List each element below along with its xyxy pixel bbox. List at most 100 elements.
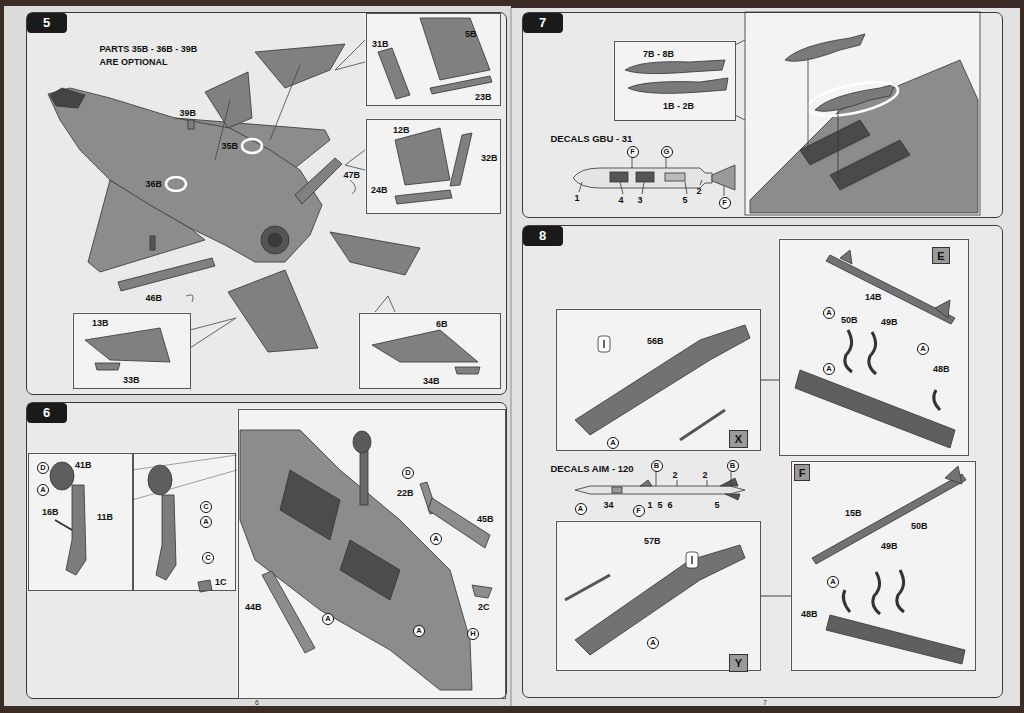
illustration-shape [555, 308, 760, 450]
circled-letter: A [917, 343, 929, 355]
illustration-shape [565, 575, 610, 600]
circled-letter: H [467, 628, 479, 640]
fuselage-nose [240, 430, 492, 690]
illustration-shape [830, 140, 910, 190]
part-number: 12B [393, 125, 410, 135]
circled-letter: A [322, 613, 334, 625]
illustration-shape [156, 495, 176, 580]
illustration-shape [656, 471, 731, 486]
illustration-shape [628, 78, 728, 93]
illustration-shape [800, 120, 870, 165]
illustration-shape [345, 150, 365, 170]
panel-fills [26, 12, 1003, 699]
illustration-shape [190, 318, 236, 348]
illustration-shape [50, 462, 74, 490]
callout-box: 6B34B [359, 313, 501, 389]
part-number: 2C [478, 602, 490, 612]
part-number: 34 [604, 500, 614, 510]
illustration-shape [186, 295, 193, 302]
illustration-shape [598, 336, 610, 352]
illustration-shape [27, 403, 67, 423]
circled-letter: A [575, 503, 587, 515]
step-panel: 5PARTS 35B - 36B - 39B ARE OPTIONAL39B35… [26, 12, 507, 395]
step-number: 6 [27, 403, 67, 423]
illustration-shape [511, 8, 1020, 706]
part-number: 14B [865, 292, 882, 302]
part-number: 31B [372, 39, 389, 49]
step-panel: 6D41BA16B11BCAC1CD22B45BAA44BA2CH [26, 402, 507, 699]
circled-letter: B [651, 460, 663, 472]
decal-heading: DECALS AIM - 120 [551, 464, 634, 474]
page-number: 7 [763, 699, 767, 707]
part-number: 1 [648, 500, 653, 510]
illustration-shape [72, 312, 190, 388]
illustration-shape [945, 466, 962, 484]
part-number: 32B [481, 153, 498, 163]
option-letter: F [799, 467, 806, 479]
illustration-shape [118, 258, 215, 291]
part-number: 50B [841, 315, 858, 325]
ring-markers [166, 139, 262, 191]
option-square: F [794, 464, 810, 481]
illustration-shape [640, 480, 652, 486]
connector-line [761, 380, 779, 381]
part-number: 56B [647, 336, 664, 346]
circled-letter: A [647, 637, 659, 649]
step-panel: 7DECALS GBU - 31FG14352F7B - 8B1B - 2B [522, 12, 1003, 218]
illustration-shape [575, 325, 750, 435]
part-number: 6B [436, 319, 448, 329]
part-number: 50B [911, 521, 928, 531]
illustration-shape [50, 88, 85, 108]
illustration-shape [66, 485, 86, 575]
callout-connector [761, 380, 779, 381]
part-number: 45B [477, 514, 494, 524]
part-number: 22B [397, 488, 414, 498]
illustration-shape [691, 556, 693, 564]
part-number: 48B [933, 364, 950, 374]
loose-parts [85, 18, 492, 374]
illustration-shape [826, 615, 965, 664]
illustration-shape [665, 173, 685, 181]
illustration-shape [686, 552, 698, 568]
callout-box: 15B50B49BA48BF [791, 461, 976, 671]
circled-letter: B [727, 460, 739, 472]
illustration-shape [636, 172, 654, 182]
illustration-shape [166, 177, 186, 191]
circled-letter: A [37, 484, 49, 496]
illustration-shape [261, 226, 289, 254]
part-number: 5 [658, 500, 663, 510]
part-number: 6 [668, 500, 673, 510]
illustration-shape [150, 236, 155, 250]
part-number: 57B [644, 536, 661, 546]
illustration-shape [375, 296, 395, 312]
callout-connector [761, 596, 791, 597]
circled-letter: F [627, 146, 639, 158]
part-number: 5B [465, 29, 477, 39]
illustration-shape [573, 168, 712, 188]
illustration-shape [612, 487, 622, 493]
circled-letter: A [200, 516, 212, 528]
part-number: 1B - 2B [663, 101, 694, 111]
illustration-shape [812, 474, 966, 564]
part-number: 33B [123, 375, 140, 385]
leader-lines [186, 40, 395, 348]
illustration-shape [510, 8, 512, 706]
illustration-shape [745, 12, 980, 215]
part-number: 41B [75, 460, 92, 470]
part-number: 2 [703, 470, 708, 480]
part-number: 5 [715, 500, 720, 510]
step-tabs [27, 13, 563, 423]
illustration-shape [27, 452, 132, 590]
illustration-shape [603, 340, 605, 348]
option-square: X [729, 430, 748, 448]
illustration-shape [815, 84, 895, 111]
callout-box: D41BA16B11B [28, 453, 133, 591]
part-number: 49B [881, 541, 898, 551]
circled-letter: C [200, 501, 212, 513]
illustration-shape [378, 48, 410, 99]
illustration-shape [610, 172, 628, 182]
option-square: E [932, 247, 950, 264]
callout-box: 12B32B24B [366, 119, 501, 214]
illustration-shape [228, 270, 318, 352]
